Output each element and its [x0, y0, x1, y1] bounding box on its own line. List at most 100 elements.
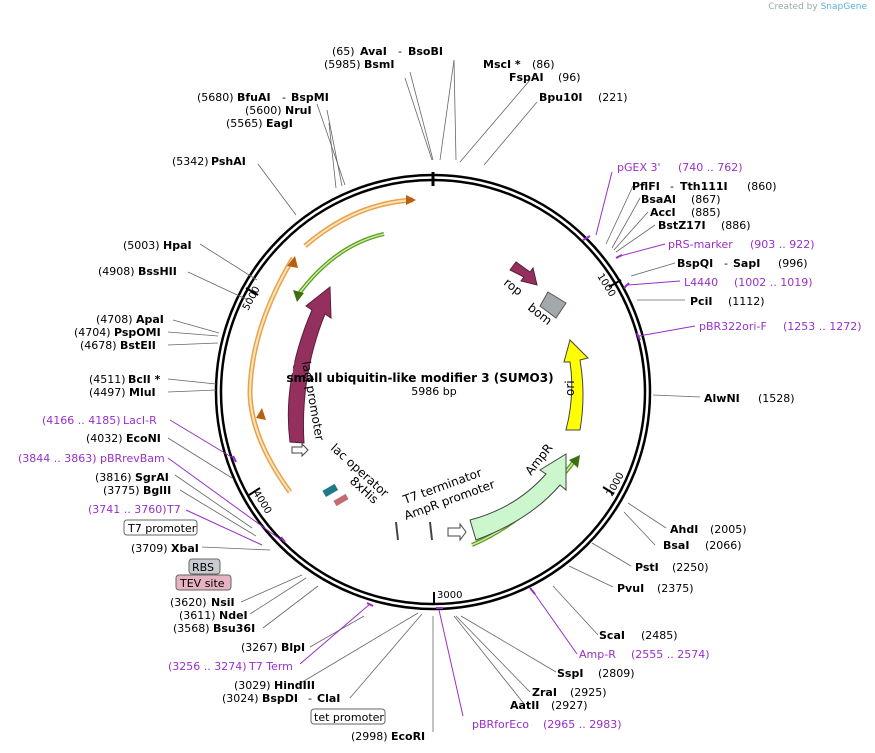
green-arc-right-head: [569, 455, 580, 468]
pbr-pos: (1253 .. 1272): [783, 320, 862, 333]
mlu-pos: (4497): [89, 386, 126, 399]
nde-pos: (3611): [179, 609, 216, 622]
credit-text: Created by SnapGene: [768, 2, 867, 12]
bpu-pos: (221): [598, 91, 628, 104]
acc-label: AccI: [650, 206, 676, 219]
rop-label: rop: [501, 275, 525, 298]
tth-label: Tth111I: [680, 180, 728, 193]
bsu-pos: (3568): [173, 622, 210, 635]
t7-promoter-box: [123, 519, 198, 536]
ampr-feature: [469, 453, 567, 541]
ampr-primer-pos: (2555 .. 2574): [631, 648, 710, 661]
bsm-label: BsmI: [364, 58, 395, 71]
psp-label: PspOMI: [114, 326, 161, 339]
ava-label: AvaI: [360, 45, 387, 58]
pbrrev-pos: (3844 .. 3863): [18, 452, 97, 465]
apa-label: ApaI: [136, 313, 164, 326]
pbr-label: pBR322ori-F: [699, 320, 767, 333]
bpu-label: Bpu10I: [539, 91, 583, 104]
bss-label: BssHII: [138, 265, 177, 278]
fsp-label: FspAI: [509, 71, 544, 84]
eag-label: EagI: [266, 117, 293, 130]
l4440-label: L4440: [684, 276, 718, 289]
t7-primer-label: T7: [166, 503, 181, 516]
his-tag-feature: [333, 493, 349, 507]
psh-pos: (5342): [172, 155, 209, 168]
ssp-label: SspI: [557, 667, 583, 680]
hind-label: HindIII: [274, 679, 315, 692]
nsi-label: NsiI: [211, 596, 235, 609]
msc-label: MscI *: [483, 58, 521, 71]
laci-primer-pos: (4166 .. 4185): [42, 414, 121, 427]
fsp-pos: (96): [558, 71, 581, 84]
bspmi-label: BspMI: [291, 91, 329, 104]
ecor-label: EcoRI: [391, 730, 425, 743]
green-arc-top-head: [293, 290, 304, 302]
ori-label: ori: [563, 380, 577, 396]
laci-feature: [287, 285, 332, 444]
xba-pos: (3709): [131, 542, 168, 555]
ahd-label: AhdI: [670, 523, 698, 536]
sgr-pos: (3816): [95, 471, 132, 484]
svg-text:3000: 3000: [437, 590, 462, 601]
bsu-label: Bsu36I: [213, 622, 255, 635]
alw-label: AlwNI: [704, 392, 740, 405]
nru-label: NruI: [285, 104, 312, 117]
t7-terminator-glyph: [395, 521, 433, 541]
sca-pos: (2485): [641, 629, 678, 642]
bgl-label: BglII: [143, 484, 171, 497]
svg-text:-: -: [670, 180, 674, 193]
t7-promoter-label: T7 promoter: [127, 522, 197, 535]
orange-arc-left-head2: [256, 408, 266, 420]
bsm-pos: (5985): [324, 58, 361, 71]
acc-pos: (885): [691, 206, 721, 219]
rbs-label: RBS: [192, 561, 214, 574]
bsaa-label: BsaAI: [641, 193, 676, 206]
plasmid-length: 5986 bp: [411, 385, 456, 398]
ssp-pos: (2809): [598, 667, 635, 680]
tev-site-box: [175, 574, 232, 591]
prs-pos: (903 .. 922): [750, 238, 815, 251]
pbrfor-label: pBRforEco: [472, 718, 529, 731]
orange-arc-left-head: [287, 256, 298, 268]
nru-pos: (5600): [245, 104, 282, 117]
ava-pos: (65): [332, 45, 355, 58]
pvu-label: PvuI: [617, 582, 644, 595]
tick-3000: 3000: [433, 590, 462, 604]
bstz-label: BstZ17I: [658, 219, 706, 232]
ori-feature: [563, 339, 589, 431]
bfu-pos: (5680): [197, 91, 234, 104]
bcl-label: BclI *: [128, 373, 161, 386]
bste-pos: (4678): [80, 339, 117, 352]
zra-pos: (2925): [570, 686, 607, 699]
tet-promoter-label: tet promoter: [314, 711, 384, 724]
svg-text:-: -: [308, 692, 312, 705]
hind-pos: (3029): [234, 679, 271, 692]
t7term-label: T7 Term: [248, 660, 293, 673]
nsi-pos: (3620): [170, 596, 207, 609]
sgr-label: SgrAI: [135, 471, 169, 484]
bsaa-pos: (867): [691, 193, 721, 206]
leader-lines: [167, 59, 701, 732]
lac-operator-feature: [322, 483, 339, 497]
zra-label: ZraI: [532, 686, 557, 699]
eag-pos: (5565): [226, 117, 263, 130]
pbrrev-label: pBRrevBam: [100, 452, 165, 465]
alw-pos: (1528): [758, 392, 795, 405]
bspd-label: BspDI: [262, 692, 298, 705]
bfu-label: BfuAI: [237, 91, 271, 104]
pgex-pos: (740 .. 762): [678, 161, 743, 174]
blp-pos: (3267): [241, 641, 278, 654]
prs-label: pRS-marker: [668, 238, 733, 251]
psp-pos: (4704): [74, 326, 111, 339]
bstz-pos: (886): [721, 219, 751, 232]
pfl-label: PflFI: [632, 180, 660, 193]
bgl-pos: (3775): [103, 484, 140, 497]
sca-label: ScaI: [599, 629, 625, 642]
pfl-pos: (860): [747, 180, 777, 193]
laci-primer-label: LacI-R: [123, 414, 157, 427]
bspq-pos: (996): [778, 257, 808, 270]
pci-pos: (1112): [728, 295, 765, 308]
laci-label: lacI: [281, 356, 298, 379]
